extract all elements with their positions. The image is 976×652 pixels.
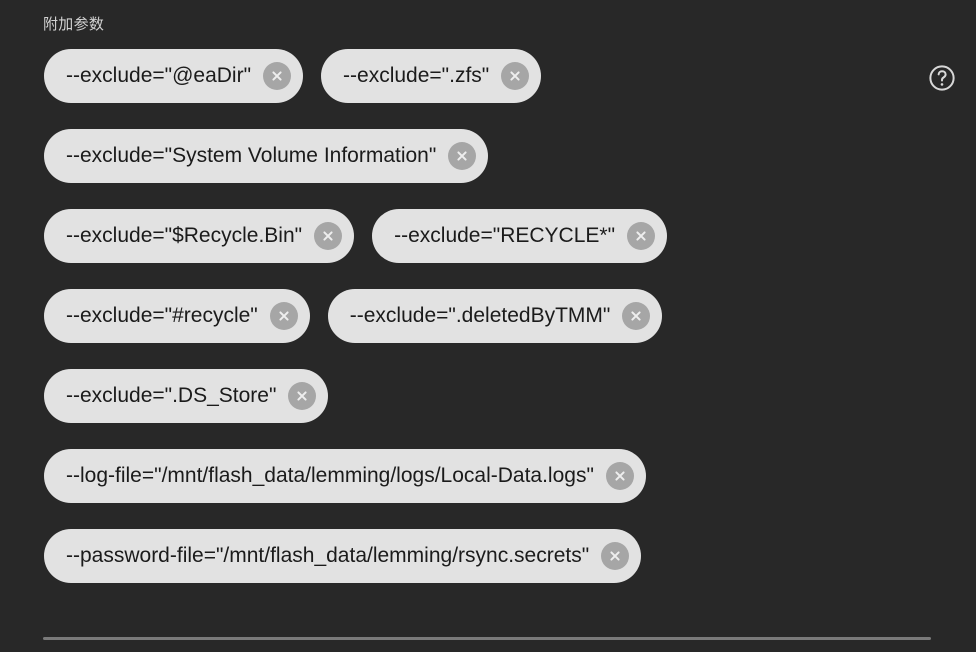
- chip-label: --exclude=".zfs": [343, 64, 490, 87]
- parameter-chip[interactable]: --exclude="System Volume Information": [44, 129, 489, 183]
- parameter-chip[interactable]: --exclude=".deletedByTMM": [327, 289, 663, 343]
- chip-label: --password-file="/mnt/flash_data/lemming…: [66, 544, 590, 567]
- chip-label: --exclude="$Recycle.Bin": [66, 224, 303, 247]
- chip-row: --exclude="#recycle" --exclude=".deleted…: [44, 289, 924, 343]
- chip-row: --exclude="@eaDir" --exclude=".zfs": [44, 49, 924, 103]
- parameter-chips-container: --exclude="@eaDir" --exclude=".zfs": [44, 49, 924, 609]
- chip-label: --exclude="RECYCLE*": [394, 224, 616, 247]
- chip-label: --exclude=".DS_Store": [66, 384, 277, 407]
- close-circle-icon[interactable]: [448, 142, 477, 170]
- chip-row: --password-file="/mnt/flash_data/lemming…: [44, 529, 924, 583]
- chip-row: --log-file="/mnt/flash_data/lemming/logs…: [44, 449, 924, 503]
- chip-label: --exclude="#recycle": [66, 304, 258, 327]
- chip-label: --exclude="@eaDir": [66, 64, 252, 87]
- chip-row: --exclude=".DS_Store": [44, 369, 924, 423]
- parameter-chip[interactable]: --exclude="RECYCLE*": [372, 209, 668, 263]
- chip-row: --exclude="System Volume Information": [44, 129, 924, 183]
- parameter-chip[interactable]: --exclude="@eaDir": [44, 49, 304, 103]
- close-circle-icon[interactable]: [314, 222, 343, 250]
- chip-label: --exclude="System Volume Information": [66, 144, 437, 167]
- field-label-additional-parameters: 附加参数: [43, 16, 105, 33]
- chip-row: --exclude="$Recycle.Bin" --exclude="RECY…: [44, 209, 924, 263]
- question-mark-circle-icon: [927, 63, 957, 93]
- parameter-chip[interactable]: --exclude="$Recycle.Bin": [44, 209, 355, 263]
- parameter-chip[interactable]: --password-file="/mnt/flash_data/lemming…: [44, 529, 642, 583]
- parameter-chip[interactable]: --log-file="/mnt/flash_data/lemming/logs…: [44, 449, 646, 503]
- chip-label: --exclude=".deletedByTMM": [349, 304, 611, 327]
- parameter-chip[interactable]: --exclude="#recycle": [44, 289, 310, 343]
- close-circle-icon[interactable]: [601, 542, 630, 570]
- close-circle-icon[interactable]: [288, 382, 317, 410]
- close-circle-icon[interactable]: [269, 302, 298, 330]
- parameter-chip[interactable]: --exclude=".DS_Store": [44, 369, 329, 423]
- chip-label: --log-file="/mnt/flash_data/lemming/logs…: [66, 464, 594, 487]
- close-circle-icon[interactable]: [622, 302, 651, 330]
- close-circle-icon[interactable]: [627, 222, 656, 250]
- close-circle-icon[interactable]: [263, 62, 292, 90]
- close-circle-icon[interactable]: [501, 62, 530, 90]
- parameter-chip[interactable]: --exclude=".zfs": [321, 49, 542, 103]
- help-button[interactable]: [925, 61, 958, 94]
- section-divider: [43, 637, 931, 640]
- close-circle-icon[interactable]: [605, 462, 634, 490]
